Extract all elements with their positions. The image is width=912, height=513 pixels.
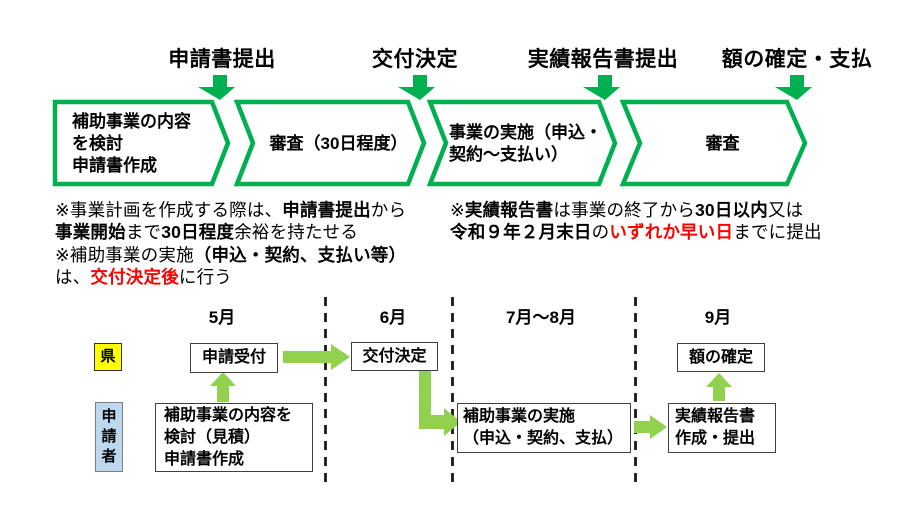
month-header-may: 5月 [208,308,236,327]
milestone-label-report-submit: 実績報告書提出 [527,48,679,71]
down-arrow-icon [583,75,620,100]
right-arrow-icon [283,344,350,370]
milestone-label-application-submit: 申請書提出 [168,48,276,71]
month-header-september: 9月 [704,308,732,327]
timeline-box-grant-decision: 交付決定 [351,342,438,371]
stage-label-review-30days: 審査（30日程度） [269,133,408,153]
up-arrow-icon [210,372,236,402]
note-right: ※実績報告書は事業の終了から30日以内又は令和９年２月末日のいずれか早い日までに… [450,200,822,243]
actor-prefecture-badge: 県 [94,343,122,371]
down-arrow-icon [198,75,235,100]
down-arrow-icon [398,75,435,100]
timeline-box-plan-preparation: 補助事業の内容を検討（見積）申請書作成 [155,403,313,472]
milestone-label-amount-payment: 額の確定・支払 [721,48,873,71]
up-arrow-icon [706,373,732,401]
chevron-stage-shape [426,99,618,187]
month-header-july-august: 7月～8月 [506,308,576,327]
stage-label-review: 審査 [705,133,740,153]
stage-label-implementation: 事業の実施（申込・契約～支払い） [449,122,602,164]
month-header-june: 6月 [379,308,407,327]
chevron-stage-shape [619,99,808,187]
right-arrow-icon [634,415,667,439]
actor-applicant-badge: 申請者 [95,402,123,472]
chevron-stage-shape [52,99,231,187]
down-arrow-icon [775,75,812,100]
timeline-box-application-reception: 申請受付 [190,343,278,373]
stage-label-plan-application: 補助事業の内容を検討申請書作成 [72,111,191,175]
elbow-arrow-icon [419,370,461,436]
timeline-box-project-implementation: 補助事業の実施（申込・契約、支払） [457,403,631,453]
note-left: ※事業計画を作成する際は、申請書提出から事業開始まで30日程度余裕を持たせる※補… [55,200,407,288]
chevron-stage-shape [233,99,427,187]
timeline-box-report-creation: 実績報告書作成・提出 [668,403,776,453]
timeline-box-amount-determination: 額の確定 [677,343,765,372]
milestone-label-grant-decision: 交付決定 [372,48,458,71]
